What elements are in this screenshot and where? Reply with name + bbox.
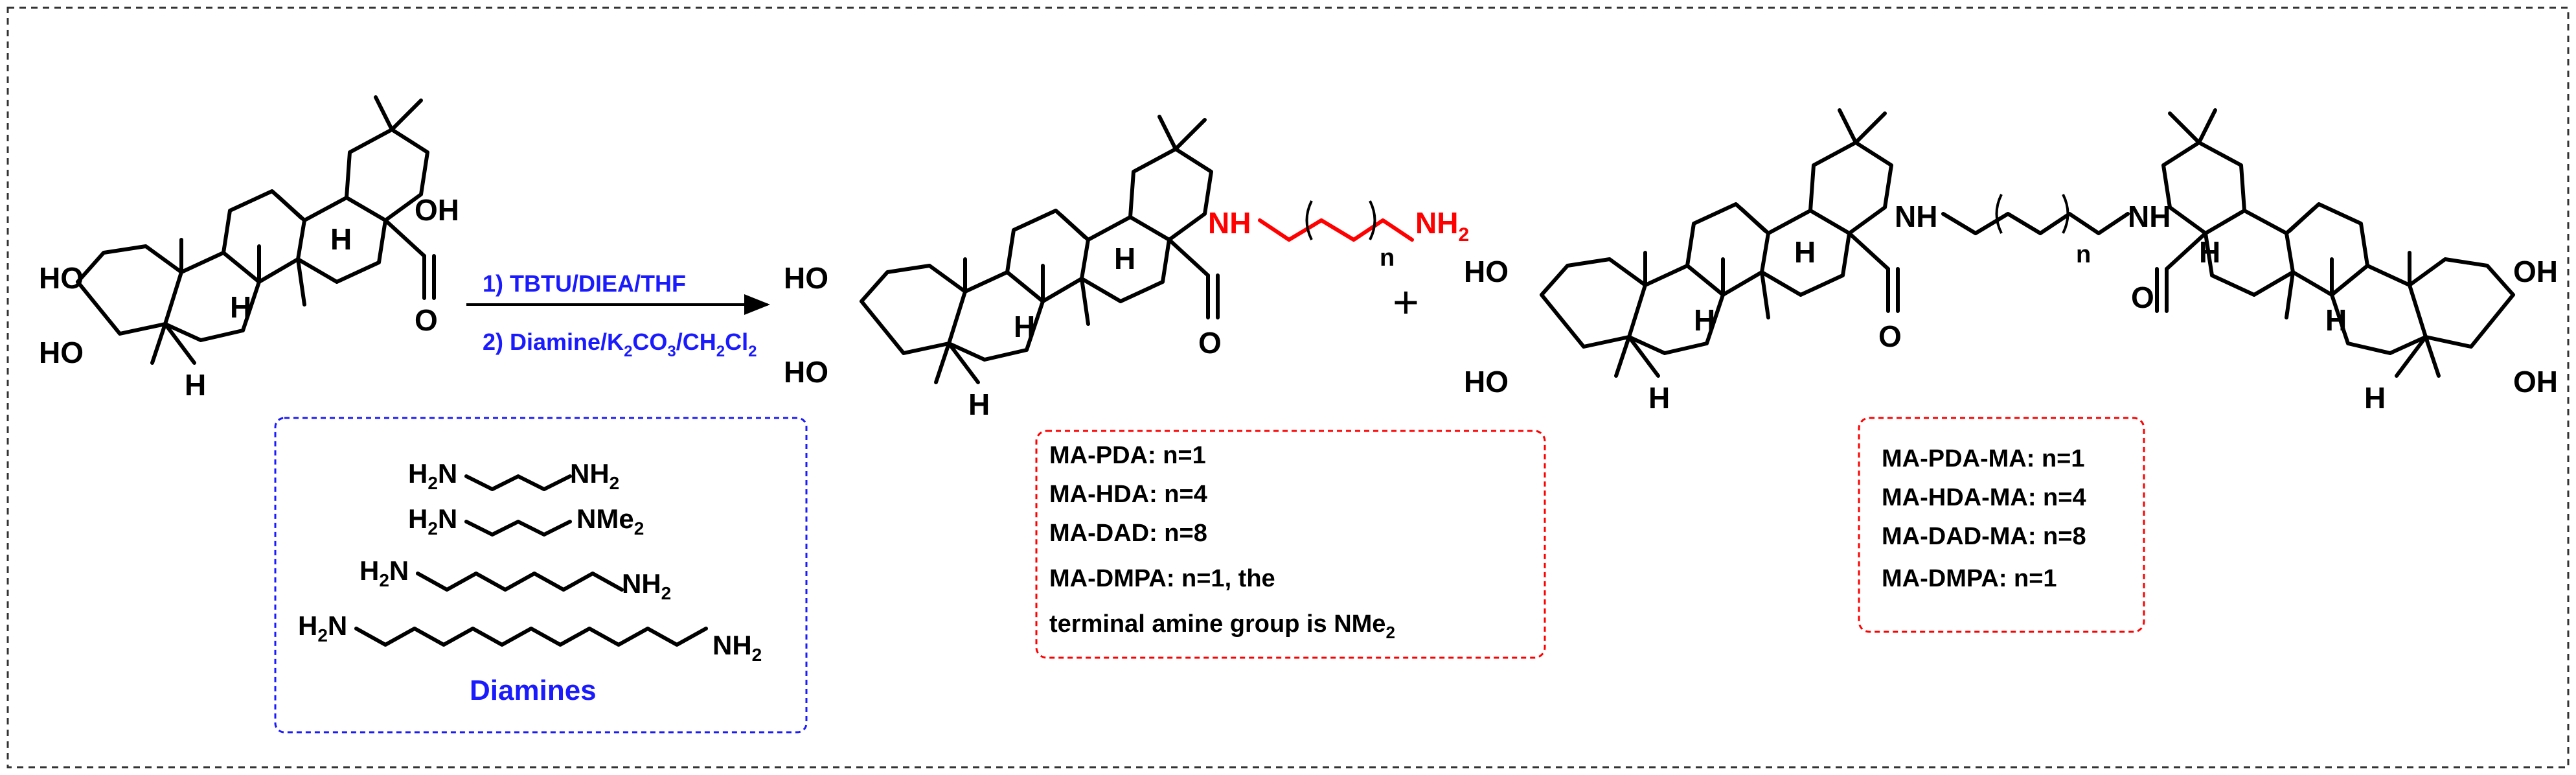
p2-ho-label-2: HO (1464, 365, 1509, 399)
p2-h-label-1: H (1794, 235, 1816, 269)
p2-h-label-4: H (2199, 235, 2220, 269)
product-2-left-unit: HO HO H H H O NH n NH (1464, 110, 2171, 415)
o-label: O (415, 303, 438, 337)
p1-legend-line-4: MA-DMPA: n=1, the (1049, 565, 1275, 592)
reagent-step-1: 1) TBTU/DIEA/THF (483, 270, 686, 297)
diamines-box: H2N NH2 H2N NMe2 H2N NH2 H2N NH2 Diamine… (274, 417, 808, 734)
p2-n-subscript: n (2076, 241, 2091, 268)
product-2-right-labels: O H H H OH OH (2131, 235, 2558, 415)
diamine-4-left: H2N (298, 610, 347, 645)
h-label-3: H (185, 368, 206, 402)
product-1-legend: MA-PDA: n=1 MA-HDA: n=4 MA-DAD: n=8 MA-D… (1035, 430, 1546, 659)
p1-ho-label-1: HO (784, 261, 828, 295)
p2-oh-label-1: OH (2513, 255, 2558, 288)
p2-h-label-2: H (1694, 303, 1715, 337)
p2-nh-label-1: NH (1895, 200, 1937, 233)
oh-label: OH (415, 193, 459, 227)
diamine-1-right: NH2 (570, 458, 619, 493)
reagent-step-2: 2) Diamine/K2CO3/CH2Cl2 (483, 329, 757, 360)
p1-h-label-2: H (1014, 310, 1035, 343)
p1-nh-label: NH (1208, 206, 1251, 240)
diamines-title: Diamines (470, 675, 597, 706)
p2-nh-label-2: NH (2128, 200, 2171, 233)
diamine-4-right: NH2 (712, 630, 762, 665)
diamine-3-left: H2N (359, 555, 409, 590)
p1-ho-label-2: HO (784, 355, 828, 389)
p2-h-label-5: H (2325, 303, 2347, 337)
p2-o-label-2: O (2131, 281, 2154, 314)
diamine-2-right: NMe2 (576, 503, 644, 538)
p2-legend-line-4: MA-DMPA: n=1 (1882, 565, 2057, 592)
p2-legend-line-1: MA-PDA-MA: n=1 (1882, 445, 2084, 472)
plus-sign: + (1393, 277, 1419, 327)
p2-o-label-1: O (1878, 319, 1902, 353)
p1-h-label-3: H (968, 388, 990, 421)
p2-oh-label-2: OH (2513, 365, 2558, 399)
product-2-legend: MA-PDA-MA: n=1 MA-HDA-MA: n=4 MA-DAD-MA:… (1858, 417, 2145, 633)
outer-frame (6, 6, 2570, 769)
p1-legend-line-2: MA-HDA: n=4 (1049, 481, 1207, 508)
p1-legend-line-1: MA-PDA: n=1 (1049, 442, 1206, 469)
h-label-2: H (230, 290, 251, 324)
p2-h-label-6: H (2364, 381, 2386, 415)
p2-legend-line-2: MA-HDA-MA: n=4 (1882, 484, 2086, 511)
diamine-2-left: H2N (408, 503, 457, 538)
p1-legend-line-3: MA-DAD: n=8 (1049, 520, 1207, 547)
h-label-1: H (330, 222, 352, 256)
product-1: HO HO H H H O NH n NH2 (784, 117, 1469, 421)
p1-n-subscript: n (1380, 244, 1395, 272)
starting-material: HO HO OH O H H H (39, 97, 459, 402)
ho-label-1: HO (39, 261, 84, 295)
p2-ho-label-1: HO (1464, 255, 1509, 288)
p1-nh2-label: NH2 (1415, 206, 1469, 246)
p2-legend-line-3: MA-DAD-MA: n=8 (1882, 523, 2086, 550)
ho-label-2: HO (39, 336, 84, 369)
p1-legend-line-5: terminal amine group is NMe2 (1049, 610, 1395, 642)
diamine-1-left: H2N (408, 458, 457, 493)
diamine-3-right: NH2 (622, 568, 671, 603)
p1-o-label: O (1198, 326, 1222, 360)
p1-h-label-1: H (1114, 242, 1135, 275)
p2-h-label-3: H (1648, 381, 1670, 415)
